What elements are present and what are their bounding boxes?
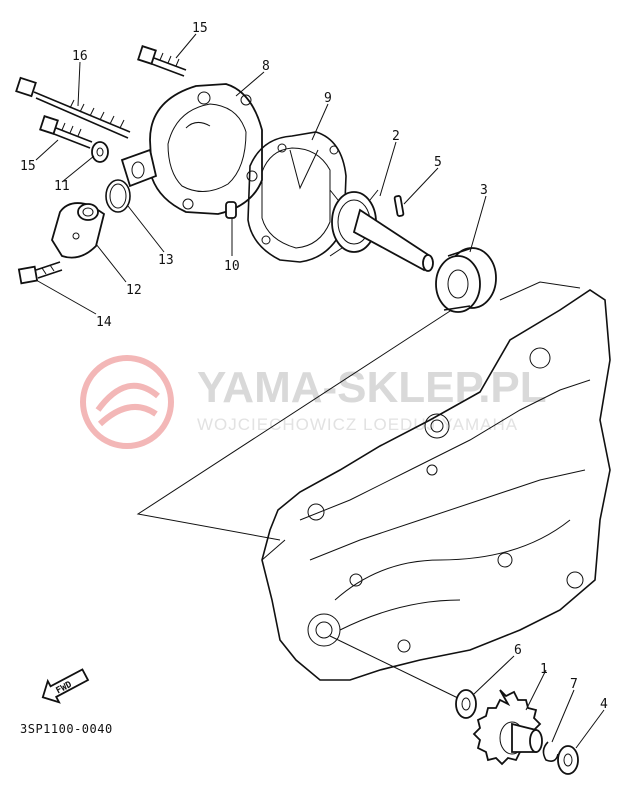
watermark-brand: YAMA-SKLEP.PL <box>197 363 547 412</box>
bolt-14 <box>17 261 63 285</box>
dowel-10 <box>225 201 237 219</box>
bolt-15-upper <box>137 45 187 77</box>
washer-11 <box>91 141 109 163</box>
callout-8: 8 <box>262 59 270 74</box>
callout-14: 14 <box>96 315 112 330</box>
callout-7: 7 <box>570 677 578 692</box>
pump-housing-8 <box>120 83 263 215</box>
clip-7 <box>542 741 559 762</box>
diagram-code: 3SP1100-0040 <box>20 722 113 736</box>
washer-4 <box>557 745 579 775</box>
callout-2: 2 <box>392 129 400 144</box>
leader-lines <box>35 33 605 749</box>
alignment-lines <box>136 299 468 701</box>
bearing-3 <box>435 247 497 313</box>
callout-9: 9 <box>324 91 332 106</box>
callout-15-upper: 15 <box>192 21 208 36</box>
crankcase <box>261 281 611 681</box>
callout-10: 10 <box>224 259 240 274</box>
washer-6 <box>455 689 477 719</box>
watermark-sub: WOJCIECHOWICZ LOEDUJ YAMAHA <box>197 415 518 434</box>
callout-1: 1 <box>540 662 548 677</box>
forward-arrow-icon <box>41 668 90 704</box>
gear-1 <box>472 689 543 766</box>
watermark: YAMA-SKLEP.PL WOJCIECHOWICZ LOEDUJ YAMAH… <box>80 355 547 449</box>
impeller-shaft-2 <box>329 189 434 272</box>
callout-3: 3 <box>480 183 488 198</box>
callout-11: 11 <box>54 179 70 194</box>
callout-5: 5 <box>434 155 442 170</box>
pipe-12 <box>51 202 106 259</box>
callout-16: 16 <box>72 49 88 64</box>
callout-12: 12 <box>126 283 142 298</box>
watermark-logo-icon <box>80 355 174 449</box>
callout-15-lower: 15 <box>20 159 36 174</box>
callout-4: 4 <box>600 697 608 712</box>
callouts: 1 2 3 4 5 6 7 8 9 10 11 12 13 14 15 15 1… <box>20 21 608 712</box>
callout-13: 13 <box>158 253 174 268</box>
bolt-16 <box>15 76 131 139</box>
callout-6: 6 <box>514 643 522 658</box>
pin-5 <box>393 195 405 217</box>
bolt-15-lower <box>39 115 93 149</box>
o-ring-13 <box>105 179 131 213</box>
fwd-arrow: FWD <box>41 668 90 704</box>
